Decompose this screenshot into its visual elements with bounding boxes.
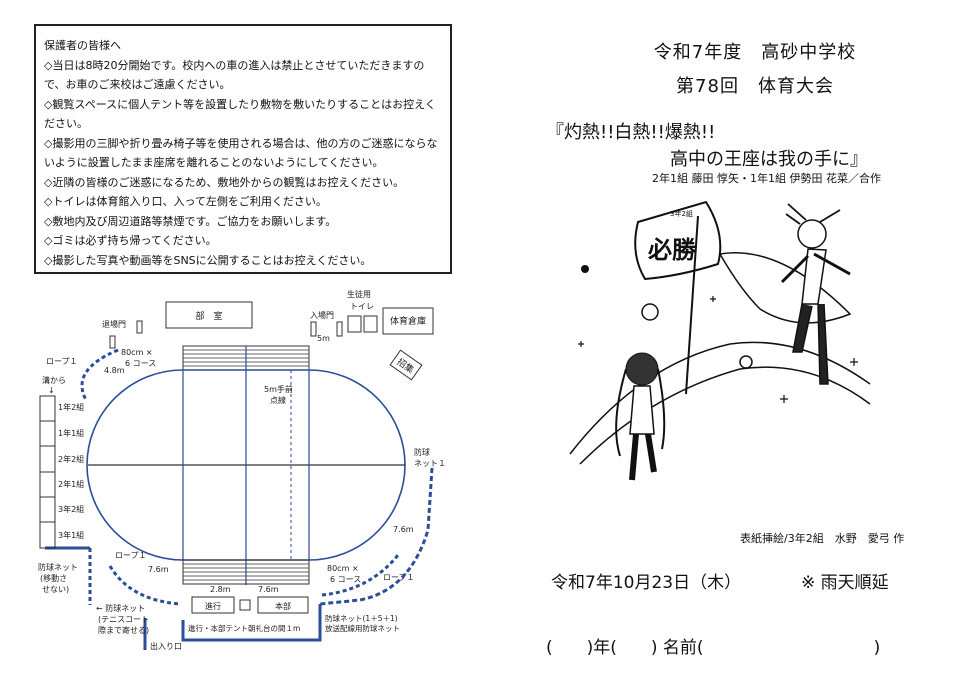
toilet-box [363,315,378,333]
rope-label: ロープ１ [46,357,78,366]
notice-line: ◇当日は8時20分開始です。校内への車の進入は禁止とさせていただきますので、お車… [44,58,425,92]
toilet-box [347,315,362,333]
clubroom-label: 部 室 [195,310,222,322]
dist-label: 7.6m [393,525,414,534]
gym-storage-label: 体育倉庫 [390,315,426,327]
flag-small-text: 3年2組 [670,209,693,218]
net-label: (移動さ [40,573,67,583]
seat-label: 3年1組 [58,530,84,540]
net-label: 防球ネット [38,562,78,572]
hq-tent-label: 本部 [275,601,291,611]
exit-gate-post [136,320,143,334]
notice-line: ◇敷地内及び周辺道路等禁煙です。ご協力をお願いします。 [44,214,337,228]
net-label: ネット１ [414,459,446,468]
toilet-label-2: トイレ [350,302,374,311]
notice-line: ◇ゴミは必ず持ち帰ってください。 [44,234,217,247]
exit-gate-post [109,335,116,349]
seat-label: 1年1組 [58,428,84,438]
notice-box: 保護者の皆様へ ◇当日は8時20分開始です。校内への車の進入は禁止とさせていただ… [34,24,452,274]
clubroom-box [165,301,253,329]
notice-line: ◇撮影した写真や動画等をSNSに公開することはお控えください。 [44,253,372,267]
net-label: 防球ネット(1＋5＋1) [325,613,398,623]
exit-gate-label: 退場門 [102,319,126,329]
dotted-line-label: 5m手前 [264,384,293,394]
seat-label: 2年2組 [58,454,84,464]
seat-label: 3年2組 [58,504,84,514]
rope-label: ロープ１ [383,573,415,582]
groove-label: ↓ [48,386,55,395]
entry-gate-width: 5m [317,334,330,343]
groove-label: 溝から [42,375,66,385]
event-date: 令和7年10月23日（木） [551,573,742,593]
podium-box [239,599,251,611]
lanes-bottom-label: 6 コース [330,575,361,584]
entry-gate-post [310,321,317,337]
notice-line: ◇近隣の皆様のご迷惑になるため、敷地外からの観覧はお控えください。 [44,175,405,189]
gym-storage-box [382,307,434,335]
net-label: 際まで寄せる) [98,625,149,635]
dist-label: 4.8m [104,366,125,375]
rain-note: ※ 雨天順延 [801,573,889,593]
seat-label: 1年2組 [58,402,84,412]
net-label: ← 防球ネット [96,603,145,613]
net-label: (テニスコート [98,615,149,624]
hq-tent [257,596,309,614]
entry-gate-post [336,321,343,337]
progress-tent [191,596,235,614]
slogan-line: 『灼熱!!白熱!!爆熱!! [546,122,716,143]
net-label: 放送配線用防球ネット [325,623,400,633]
dist-label: 7.6m [258,585,279,594]
toilet-label-1: 生徒用 [347,289,371,299]
notice-line: ◇撮影用の三脚や折り畳み椅子等を使用される場合は、他の方のご迷惑にならないように… [44,136,438,170]
dotted-line-label: 点線 [270,395,286,405]
net-label: 防球 [414,447,430,457]
dist-label: 2.8m [210,585,231,594]
notice-line: ◇観覧スペースに個人テント等を設置したり敷物を敷いたりすることはお控えください。 [44,97,436,131]
event-title: 第78回 体育大会 [676,76,834,97]
flag-text: 必勝 [648,236,697,264]
lanes-top-label: 6 コース [125,359,156,368]
slogan-line: 高中の王座は我の手に』 [670,149,868,170]
cover-illustration: 必勝 3年2組 [569,200,871,481]
entrance-label: 出入り口 [150,641,182,651]
field-map: 部 室 退場門 入場門 5m 生徒用 トイレ 体育倉庫 招集 80cm × 6 … [38,289,446,651]
name-field: ( )年( ) 名前( ) [546,638,881,658]
dist-label: 7.6m [148,565,169,574]
notice-line: 保護者の皆様へ [44,39,121,52]
lanes-bottom-label: 80cm × [327,564,359,573]
net-label: せない) [42,585,69,594]
notice-line: ◇トイレは体育館入り口、入って左側をご利用ください。 [44,195,327,208]
entry-gate-label: 入場門 [310,310,334,320]
podium: 招集 [389,349,423,381]
progress-tent-label: 進行 [205,601,221,611]
flag [634,200,722,281]
illustration-credit: 表紙挿絵/3年2組 水野 愛弓 作 [740,532,905,545]
school-title: 令和7年度 高砂中学校 [653,42,857,63]
tent-note: 進行・本部テント朝礼台の間１m [188,623,300,633]
rope-label: ロープ１ [115,551,147,560]
slogan-authors: 2年1組 藤田 惇矢・1年1組 伊勢田 花菜／合作 [652,172,881,185]
lanes-top-label: 80cm × [121,348,153,357]
seat-label: 2年1組 [58,479,84,489]
